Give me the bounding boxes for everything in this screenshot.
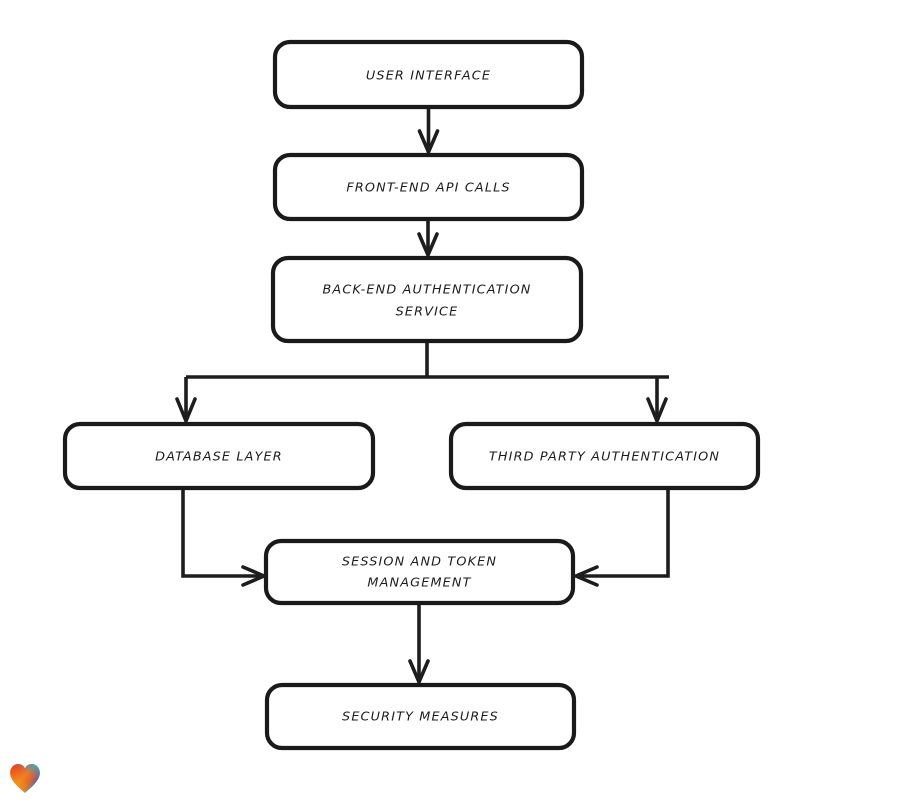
edge-database-to-session <box>181 488 266 587</box>
node-user-interface-shape[interactable] <box>272 39 585 110</box>
edge-ui-to-api <box>417 107 440 154</box>
edge-layer <box>175 107 670 684</box>
node-third-party-authentication-label: Third Party Authentication <box>489 450 720 465</box>
edge-session-to-security <box>408 603 430 684</box>
node-session-and-token-management[interactable]: Session and Token Management <box>263 538 576 606</box>
node-security-measures-label: Security Measures <box>342 710 499 725</box>
node-user-interface[interactable]: User Interface <box>272 39 585 110</box>
node-database-layer-shape[interactable] <box>62 421 376 491</box>
node-security-measures[interactable]: Security Measures <box>264 682 577 751</box>
node-session-and-token-management-shape[interactable] <box>263 538 576 606</box>
node-front-end-api-calls[interactable]: Front-End API Calls <box>272 152 585 222</box>
heart-icon <box>10 763 40 793</box>
node-back-end-authentication-service-shape[interactable] <box>270 255 584 344</box>
edge-thirdparty-to-session <box>574 488 670 587</box>
node-third-party-authentication[interactable]: Third Party Authentication <box>448 421 761 491</box>
node-back-end-authentication-service[interactable]: Back-End Authentication Service <box>270 255 584 344</box>
node-security-measures-shape[interactable] <box>264 682 577 751</box>
node-session-and-token-management-label-line2: Management <box>367 576 471 591</box>
node-database-layer[interactable]: Database Layer <box>62 421 376 491</box>
node-third-party-authentication-shape[interactable] <box>448 421 761 491</box>
node-back-end-authentication-service-label-line1: Back-End Authentication <box>322 283 531 298</box>
node-back-end-authentication-service-label-line2: Service <box>396 305 459 320</box>
node-front-end-api-calls-label: Front-End API Calls <box>346 181 510 196</box>
edge-backend-to-thirdparty <box>646 377 668 423</box>
edge-backend-branch-trunk <box>186 341 669 379</box>
edge-api-to-backend <box>417 219 439 257</box>
node-front-end-api-calls-shape[interactable] <box>272 152 585 222</box>
node-session-and-token-management-label-line1: Session and Token <box>342 555 497 570</box>
node-database-layer-label: Database Layer <box>155 450 283 465</box>
node-layer: User Interface Front-End API Calls Back-… <box>62 39 761 751</box>
node-user-interface-label: User Interface <box>366 69 491 84</box>
edge-backend-to-database <box>175 377 197 423</box>
